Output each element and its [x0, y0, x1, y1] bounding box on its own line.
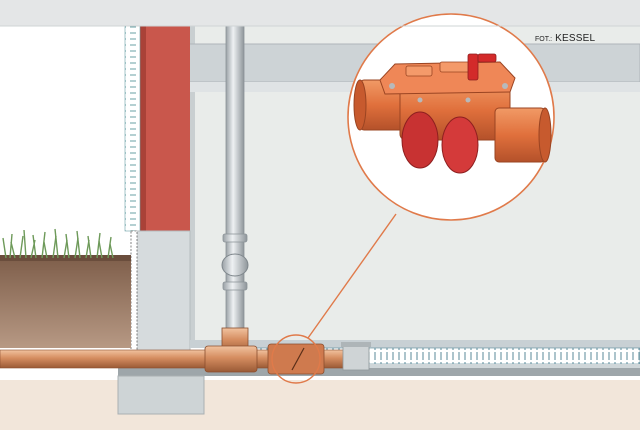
floor-drain-icon — [342, 345, 370, 371]
foundation-wall — [134, 230, 191, 362]
floor-slab — [118, 368, 640, 376]
callout-circle-small — [271, 334, 321, 384]
waterproofing-membrane — [130, 230, 138, 362]
subsoil — [0, 380, 640, 430]
facade-insulation — [124, 25, 141, 232]
brick-wall — [140, 26, 190, 231]
soil — [0, 258, 131, 348]
valve-flap — [291, 347, 305, 371]
callout-line — [307, 213, 397, 339]
top-strip — [0, 0, 640, 26]
topsoil — [0, 255, 131, 261]
pipe-socket-upper — [222, 233, 248, 243]
backflow-valve-icon — [353, 53, 552, 174]
pipe-tee-body — [204, 345, 258, 373]
footing-front — [117, 375, 205, 415]
brick-wall-shade — [140, 26, 146, 231]
photo-credit-name: KESSEL — [555, 33, 596, 44]
backflow-valve-small — [267, 343, 325, 375]
grass — [2, 228, 114, 259]
photo-credit: FOT.: KESSEL — [535, 33, 595, 44]
pipe-socket-lower — [222, 281, 248, 291]
floor-drain-grate — [341, 342, 371, 347]
floor-screed — [190, 340, 640, 348]
photo-credit-prefix: FOT.: — [535, 36, 553, 43]
inspection-fitting — [221, 253, 249, 277]
